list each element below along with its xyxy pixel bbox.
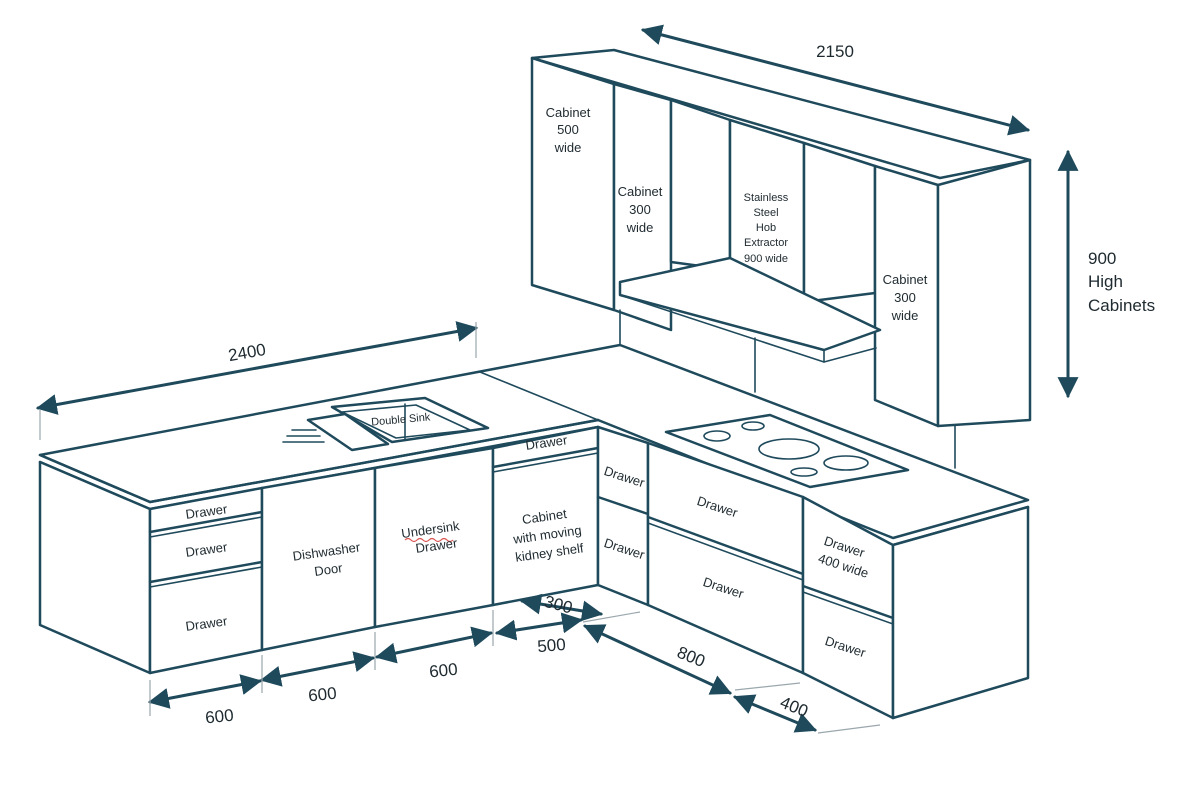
cab500-label-2: 500 — [557, 122, 579, 137]
cab300l-label-3: wide — [626, 220, 654, 235]
dim-600-b-label: 600 — [307, 684, 337, 706]
dim-400 — [733, 694, 817, 733]
dim-600-c-label: 600 — [428, 660, 458, 682]
dim-top-2150 — [640, 24, 1031, 136]
cab300r-label-2: 300 — [894, 290, 916, 305]
dim-900-label: 900 — [1088, 249, 1116, 268]
dim-2150-label: 2150 — [816, 42, 854, 61]
wall-cabinet-back-right — [802, 141, 877, 304]
dim-600-a-label: 600 — [204, 706, 234, 728]
cab300l-label-2: 300 — [629, 202, 651, 217]
dim-300 — [519, 593, 604, 622]
hob-ring-3 — [758, 438, 820, 460]
dim-500-label: 500 — [537, 635, 567, 656]
extractor-hood — [618, 256, 882, 352]
cab500-label-3: wide — [554, 140, 582, 155]
dim-300-label: 300 — [542, 592, 574, 618]
hob-ring-1 — [703, 430, 731, 442]
dim-cabinets-label: Cabinets — [1088, 296, 1155, 315]
extractor-label-5: 900 wide — [744, 253, 788, 265]
hob-ring-5 — [790, 467, 818, 477]
base-right-run — [596, 425, 1030, 720]
stack-drawer-top-label: Drawer — [185, 501, 229, 522]
stack-drawer-bottom-label: Drawer — [185, 613, 229, 634]
base-corner — [596, 425, 650, 607]
dim-800-label: 800 — [674, 643, 707, 671]
sink-label: Double Sink — [371, 411, 432, 428]
base-left-run — [38, 425, 600, 675]
dim-600-c — [374, 626, 494, 664]
kidney-label-1: Cabinet — [521, 506, 568, 527]
hob-ring-2 — [741, 421, 765, 431]
wall-cabinets — [530, 48, 1032, 469]
cab500-label-1: Cabinet — [546, 105, 591, 120]
extractor-label-3: Hob — [756, 222, 776, 234]
cab300r-label-1: Cabinet — [883, 272, 928, 287]
extractor-label-4: Extractor — [744, 237, 788, 249]
wall-cabinet-back-left — [669, 98, 732, 272]
cab300l-label-1: Cabinet — [618, 184, 663, 199]
dimension-lines — [35, 24, 1079, 734]
extractor-label-2: Steel — [753, 207, 778, 219]
dishwasher-label-2: Door — [313, 560, 344, 579]
hood-front-edge — [619, 294, 877, 363]
countertop-front-edge — [38, 418, 600, 504]
wall-cabinet-end-side — [936, 158, 1032, 428]
dim-high-label: High — [1088, 272, 1123, 291]
dim-2400-label: 2400 — [227, 340, 268, 365]
extractor-label-1: Stainless — [744, 192, 789, 204]
hob-ring-4 — [823, 455, 869, 471]
cab300r-label-3: wide — [891, 308, 919, 323]
dim-500 — [494, 612, 584, 641]
base-end-side — [891, 505, 1030, 720]
wall-cabinet-500 — [530, 56, 616, 312]
countertop-corner-line — [479, 371, 599, 421]
stack-drawer-mid-label: Drawer — [185, 539, 229, 560]
hob — [664, 413, 910, 489]
undersink-label-2: Drawer — [415, 535, 459, 556]
dim-800 — [583, 624, 732, 695]
dim-left-2400 — [35, 321, 479, 415]
dim-600-b — [259, 651, 376, 687]
dim-600-a — [147, 674, 263, 709]
cabinet-top-drawer-label: Drawer — [525, 432, 569, 453]
spellcheck-underline — [404, 537, 454, 543]
